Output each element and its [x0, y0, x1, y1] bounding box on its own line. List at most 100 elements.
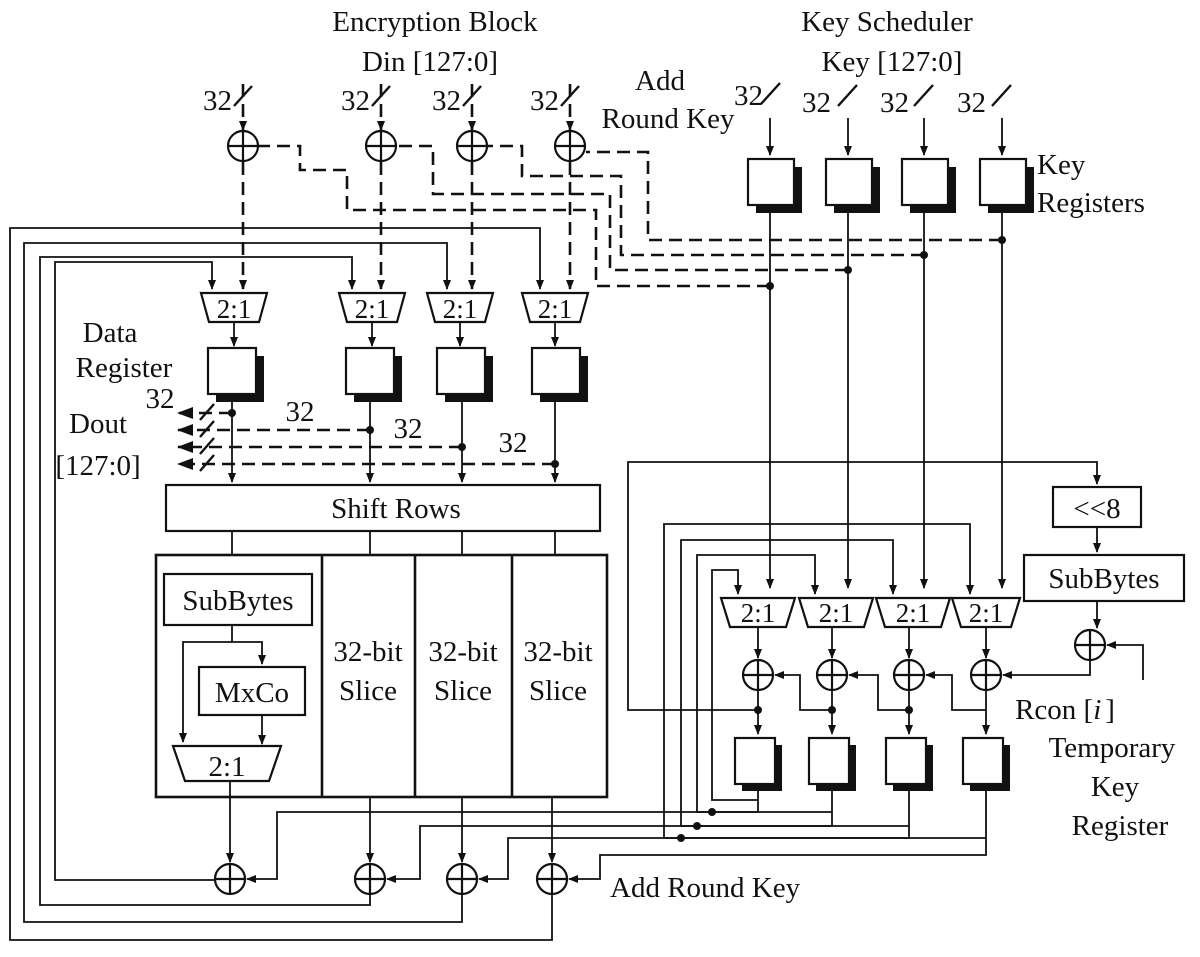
dout-label-line2: [127:0]	[55, 450, 140, 482]
key-mux-3	[950, 596, 1022, 629]
bus-width-label: 32	[499, 427, 528, 459]
data-register-2	[435, 346, 487, 396]
rcon-label: Rcon [i]	[1015, 694, 1115, 726]
mux-label: 2:1	[969, 598, 1004, 628]
mux-label: 2:1	[538, 294, 573, 324]
data-mux-0	[199, 291, 269, 324]
temporary-key-register-label-line2: Key	[1091, 771, 1140, 803]
data-registers	[206, 346, 588, 402]
key-subbytes-label: SubBytes	[1048, 563, 1159, 595]
subbytes-block	[162, 572, 314, 627]
key-muxes: 2:1 2:1 2:1 2:1	[719, 596, 1022, 659]
add-round-key-xor-1	[364, 129, 398, 163]
bus-slash	[199, 454, 215, 472]
round-key-dashed-paths	[259, 144, 1002, 288]
bus-width-label: 32	[341, 85, 370, 117]
key-mux-0	[719, 596, 797, 629]
key-input-label: Key [127:0]	[822, 46, 963, 78]
key-xor-3	[969, 658, 1003, 692]
rcon-xor	[1073, 628, 1107, 662]
bus-slash	[991, 84, 1012, 107]
bus-width-label: 32	[802, 87, 831, 119]
din-inputs: 32 32 32 32	[203, 84, 580, 131]
add-round-key-top-label-line1: Add	[635, 65, 685, 97]
mixcolumns-block	[197, 665, 307, 717]
data-mux-1	[337, 291, 407, 324]
xor-to-mux-dashes	[239, 162, 574, 290]
shift-rows-block	[164, 483, 602, 533]
temp-key-register-2	[884, 736, 928, 786]
slice-3-label-line2: Slice	[529, 675, 587, 707]
shift-rows-label: Shift Rows	[331, 493, 461, 525]
bus-slash	[199, 403, 215, 421]
key-registers-label-line2: Registers	[1037, 187, 1145, 219]
mux-label: 2:1	[443, 294, 478, 324]
din-label: Din [127:0]	[362, 46, 498, 78]
mux-label: 2:1	[741, 598, 776, 628]
slice-1-label-line2: Slice	[339, 675, 397, 707]
key-inputs: 32 32 32 32	[734, 80, 1012, 156]
bus-width-label: 32	[432, 85, 461, 117]
bus-slash	[760, 82, 781, 105]
key-expansion-wires	[246, 523, 987, 883]
slice-3-label-line1: 32-bit	[523, 636, 592, 668]
key-scheduler-title: Key Scheduler	[801, 6, 973, 38]
key-xor-chain	[627, 461, 1101, 735]
bus-width-label: 32	[286, 396, 315, 428]
rotate-left-8-block	[1051, 485, 1143, 529]
key-register-3	[978, 157, 1028, 207]
bus-slash	[913, 84, 934, 107]
key-register-1	[824, 157, 874, 207]
slice-1-label-line1: 32-bit	[333, 636, 402, 668]
key-mux-1	[797, 596, 875, 629]
mux-label: 2:1	[819, 598, 854, 628]
bus-width-label: 32	[734, 80, 763, 112]
temp-key-register-3	[961, 736, 1005, 786]
bus-slash	[837, 84, 858, 107]
final-xor-1	[353, 862, 387, 896]
subbytes-label: SubBytes	[182, 585, 293, 617]
mixcolumns-label: MxCo	[215, 677, 289, 709]
key-registers	[746, 157, 1034, 213]
mux-label: 2:1	[355, 294, 390, 324]
bus-width-label: 32	[203, 85, 232, 117]
temp-key-register-0	[733, 736, 777, 786]
slice-outputs	[226, 781, 556, 863]
add-round-key-bottom-label: Add Round Key	[610, 872, 801, 904]
key-subbytes-block	[1022, 553, 1186, 603]
bus-width-label: 32	[394, 413, 423, 445]
bus-width-label: 32	[957, 87, 986, 119]
add-round-key-xor-0	[226, 129, 260, 163]
mux-label: 2:1	[208, 751, 245, 783]
bus-width-label: 32	[530, 85, 559, 117]
add-round-key-xor-2	[455, 129, 489, 163]
data-register-label-line2: Register	[76, 352, 173, 384]
data-register-label-line1: Data	[83, 317, 138, 349]
data-register-1	[344, 346, 396, 396]
bus-width-label: 32	[146, 383, 175, 415]
add-round-key-top-label-line2: Round Key	[602, 103, 735, 135]
final-xor-0	[213, 862, 247, 896]
rotate-left-8-label: <<8	[1073, 493, 1120, 525]
bus-slash	[199, 437, 215, 455]
temp-key-register-1	[807, 736, 851, 786]
final-xor-2	[445, 862, 479, 896]
data-muxes: 2:1 2:1 2:1 2:1	[199, 291, 590, 347]
add-round-key-xor-3	[553, 129, 587, 163]
slice-2-label-line2: Slice	[434, 675, 492, 707]
key-xor-1	[815, 658, 849, 692]
feedback-loops	[9, 227, 553, 941]
temporary-key-register-label-line3: Register	[1072, 810, 1169, 842]
data-register-3	[530, 346, 582, 396]
key-mux-2	[874, 596, 952, 629]
data-mux-2	[425, 291, 495, 324]
bus-width-label: 32	[880, 87, 909, 119]
encryption-block-title: Encryption Block	[332, 6, 538, 38]
data-register-0	[206, 346, 258, 396]
register-to-shiftrows	[177, 395, 559, 483]
key-xor-2	[892, 658, 926, 692]
mux-label: 2:1	[896, 598, 931, 628]
temporary-key-registers	[733, 736, 1010, 791]
slice-0-mux	[171, 744, 283, 783]
